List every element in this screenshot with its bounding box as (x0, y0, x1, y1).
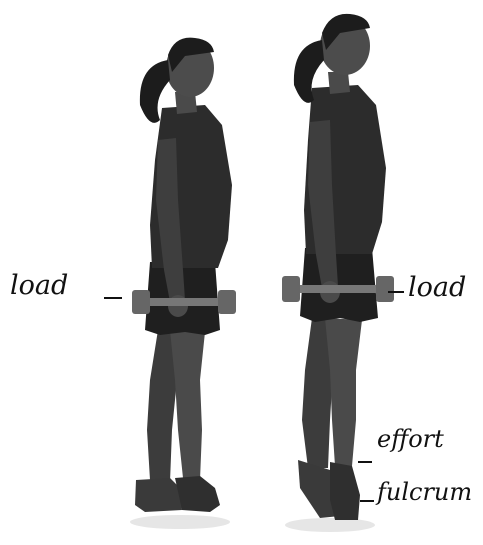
woman-standing (132, 38, 236, 512)
effort-label: effort (377, 425, 444, 453)
load-label-left: load (10, 270, 68, 301)
fulcrum-dash (360, 500, 374, 502)
load-right-dash (388, 291, 404, 293)
effort-dash (358, 461, 372, 463)
fulcrum-label: fulcrum (377, 478, 472, 506)
load-label-right: load (408, 272, 466, 303)
load-left-dash (104, 297, 122, 299)
floor-shadow-left (130, 515, 230, 529)
floor-shadow-right (285, 518, 375, 532)
